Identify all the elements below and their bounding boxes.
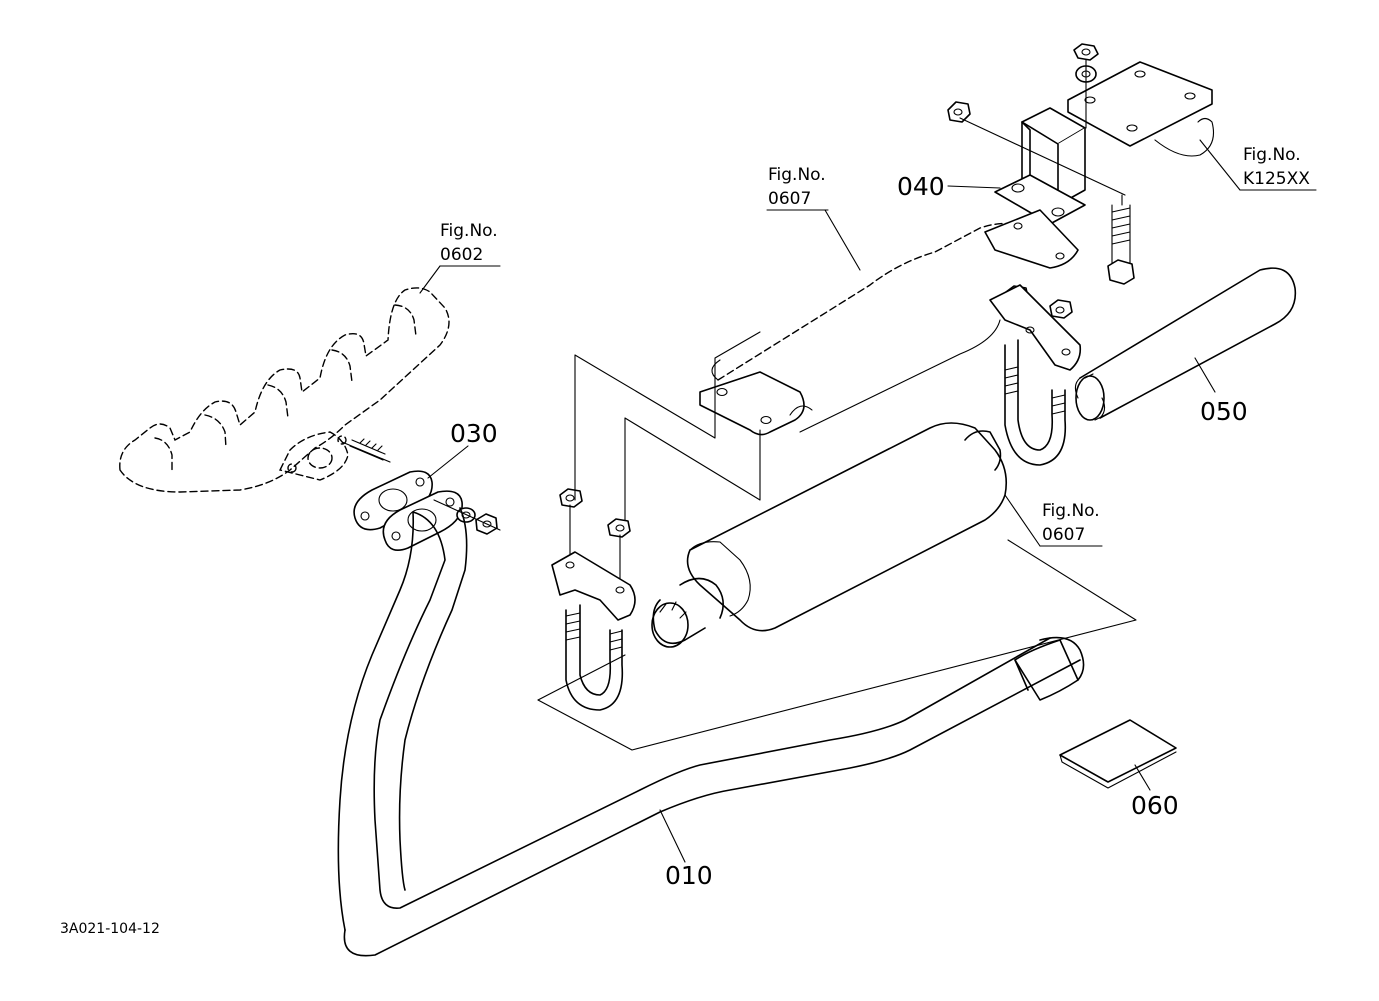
muffler <box>651 422 1008 648</box>
figure-ref-k125xx: Fig.No. K125XX <box>1243 145 1310 189</box>
fig-0607-lower-number: 0607 <box>1042 525 1085 545</box>
part-label-050: 050 <box>1200 397 1248 426</box>
gasket-030 <box>353 470 433 531</box>
fig-k125xx-number: K125XX <box>1243 169 1310 189</box>
clamp-right <box>989 284 1082 466</box>
figure-ref-0607-lower: Fig.No. 0607 <box>1042 501 1100 545</box>
exhaust-pipe-010 <box>337 507 1085 957</box>
exhaust-manifold <box>119 287 450 493</box>
upper-bracket <box>699 371 813 436</box>
fig-0602-number: 0602 <box>440 245 483 265</box>
fig-0607-lower-caption: Fig.No. <box>1042 501 1100 521</box>
plate-nut-washer <box>1073 43 1099 129</box>
figure-ref-0602: Fig.No. 0602 <box>440 221 498 265</box>
fig-0607-upper-caption: Fig.No. <box>768 165 826 185</box>
fig-0607-upper-number: 0607 <box>768 189 811 209</box>
part-label-010: 010 <box>665 861 713 890</box>
mounting-plate <box>1067 61 1215 157</box>
drawing-code: 3A021-104-12 <box>60 921 160 937</box>
manifold-stud <box>341 438 391 463</box>
fig-0602-caption: Fig.No. <box>440 221 498 241</box>
fig-k125xx-caption: Fig.No. <box>1243 145 1301 165</box>
part-label-040: 040 <box>897 172 945 201</box>
clamp-left <box>551 488 636 711</box>
pad-060 <box>1059 719 1177 789</box>
hanger-bolt <box>947 101 1135 285</box>
tail-pipe-050 <box>1074 267 1297 421</box>
hanger-bracket-040 <box>984 107 1086 269</box>
pipe-flange <box>382 490 463 551</box>
figure-ref-0607-upper: Fig.No. 0607 <box>768 165 826 209</box>
part-label-060: 060 <box>1131 791 1179 820</box>
upper-muffler-section <box>711 222 1031 433</box>
reference-frames <box>537 331 1137 751</box>
leader-lines <box>419 139 1317 863</box>
part-label-030: 030 <box>450 419 498 448</box>
